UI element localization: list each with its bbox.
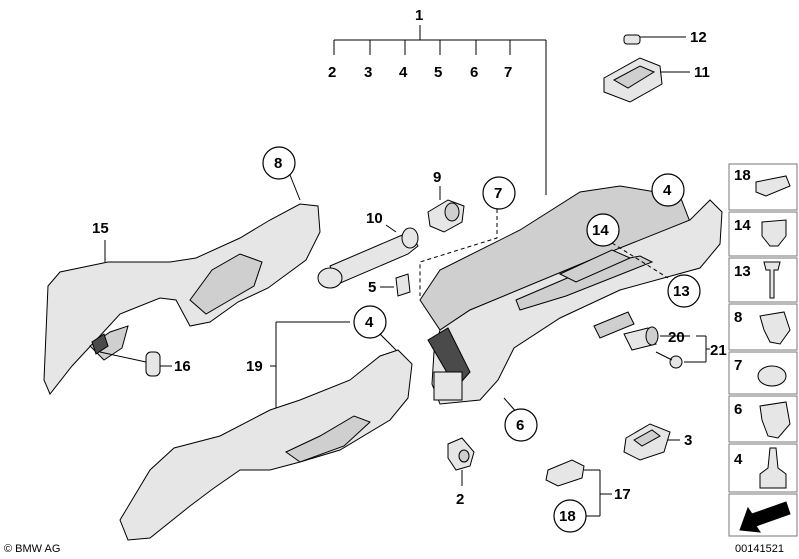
arrow-icon: [739, 501, 791, 533]
callout-circle-14: [586, 213, 620, 247]
label-19: 19: [246, 358, 263, 375]
label-6-mid: 6: [516, 417, 524, 434]
damper-part-9: [427, 199, 465, 233]
clip-part-2: [447, 437, 475, 486]
callout-circle-7: [482, 176, 516, 210]
legend-label-13: 13: [734, 263, 751, 280]
group-bracket-1: [333, 25, 547, 195]
label-18: 18: [559, 508, 576, 525]
label-6-top: 6: [470, 64, 478, 81]
left-trim-panel-15: [43, 203, 321, 395]
lower-trim-panel: [119, 349, 413, 541]
callout-circle-6: [504, 408, 538, 442]
label-9: 9: [433, 169, 441, 186]
label-14: 14: [592, 222, 609, 239]
brand-footer: © BMW AG: [4, 543, 60, 555]
label-11: 11: [694, 64, 710, 81]
label-3-top: 3: [364, 64, 372, 81]
bulb-part-12: [623, 34, 686, 45]
switch-part-11: [603, 57, 690, 103]
label-4-right: 4: [663, 182, 672, 199]
legend-label-4: 4: [734, 451, 743, 468]
key-part: [655, 351, 696, 369]
label-4-lower: 4: [365, 314, 374, 331]
label-13: 13: [673, 283, 690, 300]
legend-column: 18 14 13 8 7 6 4: [728, 163, 798, 537]
callout-circle-18: [553, 499, 587, 533]
label-20: 20: [668, 329, 685, 346]
cap-part-5: [395, 273, 411, 297]
label-7-mid: 7: [494, 185, 502, 202]
pad-part-17: [545, 459, 585, 487]
lock-cylinder-part-20: [623, 326, 690, 351]
bracket-17: [584, 469, 612, 517]
legend-label-8: 8: [734, 309, 742, 326]
latch-part-3: [623, 423, 680, 461]
bracket-19: [270, 321, 350, 408]
label-5-mid: 5: [368, 279, 376, 296]
label-1: 1: [415, 7, 423, 24]
callout-circle-4-right: [651, 173, 685, 207]
label-12: 12: [690, 29, 707, 46]
label-4-top: 4: [399, 64, 408, 81]
glovebox-assembly: [419, 185, 723, 405]
label-10: 10: [366, 210, 383, 227]
label-8: 8: [274, 155, 282, 172]
label-16: 16: [174, 358, 191, 375]
label-2-lower: 2: [456, 491, 464, 508]
callout-circle-13: [667, 274, 701, 308]
callout-circle-4-lower: [353, 305, 387, 339]
label-15: 15: [92, 220, 109, 237]
legend-label-14: 14: [734, 217, 751, 234]
legend-label-7: 7: [734, 357, 742, 374]
label-17: 17: [614, 486, 631, 503]
label-7-top: 7: [504, 64, 512, 81]
strut-part-10: [317, 227, 419, 289]
label-21: 21: [710, 342, 727, 359]
label-3-lower: 3: [684, 432, 692, 449]
callout-circle-8: [262, 146, 296, 180]
drawing-code: 00141521: [735, 543, 784, 555]
legend-label-18: 18: [734, 167, 751, 184]
sleeve-part-16: [99, 351, 172, 377]
bracket-21: [696, 335, 710, 363]
label-2-top: 2: [328, 64, 336, 81]
legend-label-6: 6: [734, 401, 742, 418]
label-5-top: 5: [434, 64, 442, 81]
